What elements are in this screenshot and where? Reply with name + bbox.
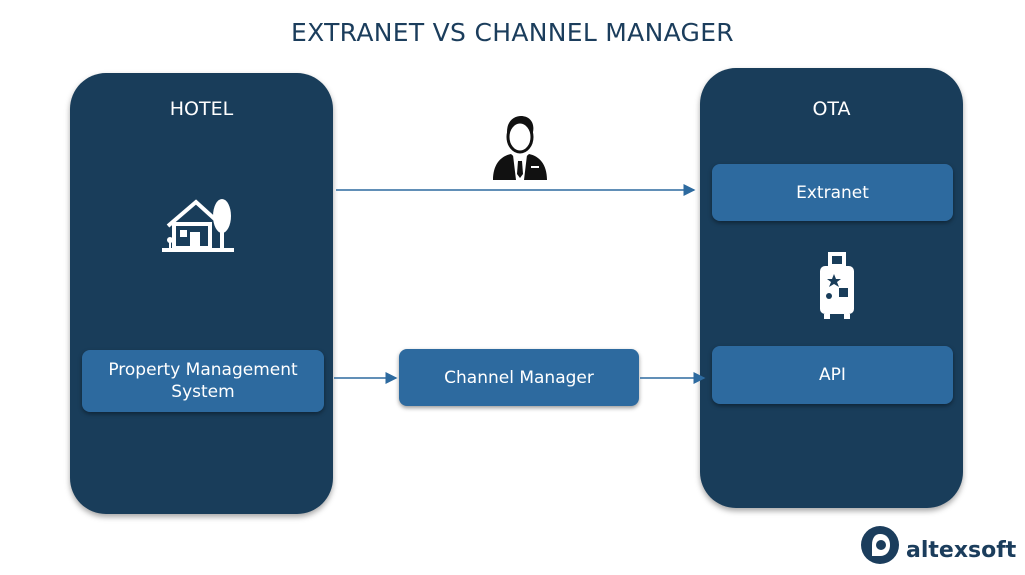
channel-manager-box: Channel Manager [399, 349, 639, 406]
hotel-label: HOTEL [169, 98, 234, 120]
business-person-icon [491, 114, 549, 186]
altexsoft-logo-icon [860, 525, 900, 569]
property-management-system-box: Property Management System [82, 350, 324, 412]
ota-label: OTA [812, 98, 851, 120]
house-with-tree-icon [160, 194, 238, 260]
hotel-panel: HOTEL [70, 73, 333, 514]
api-box: API [712, 346, 953, 404]
suitcase-icon [816, 252, 858, 326]
altexsoft-logo-text: altexsoft [906, 538, 1017, 563]
extranet-box: Extranet [712, 164, 953, 221]
diagram-title: EXTRANET VS CHANNEL MANAGER [291, 18, 734, 47]
